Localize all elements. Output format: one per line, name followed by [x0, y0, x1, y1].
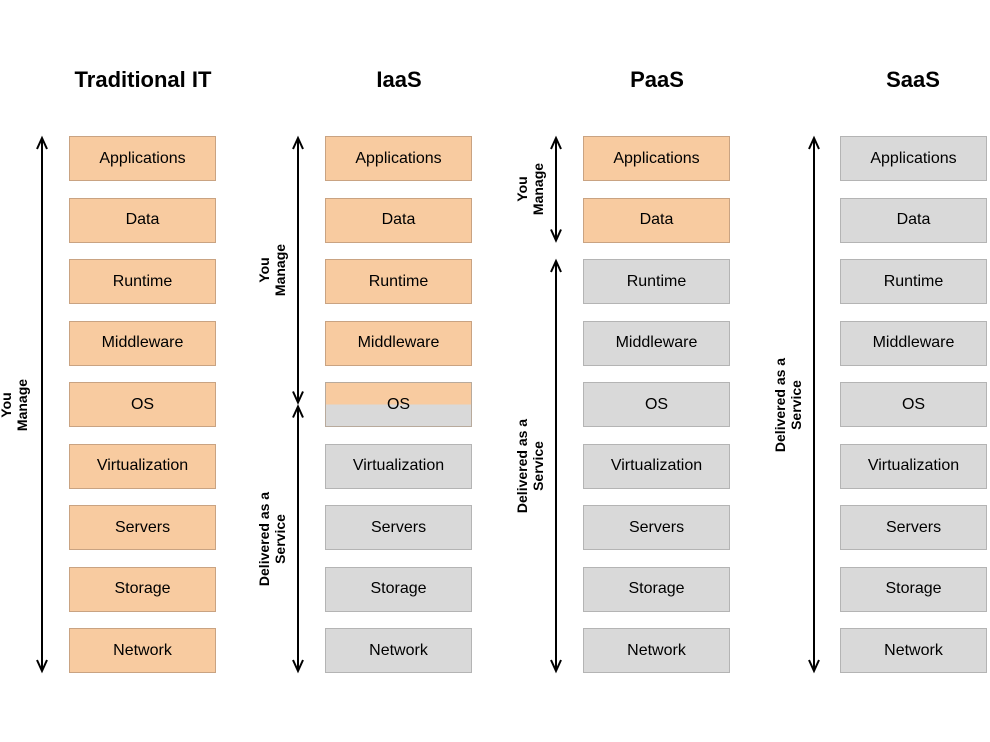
layer-label: Data	[381, 211, 416, 228]
layer-label: Runtime	[368, 272, 429, 290]
layer-label: Virtualization	[610, 457, 703, 474]
layer-box-saas-virtualization: Virtualization	[840, 443, 987, 489]
layer-box-iaas-applications: Applications	[325, 136, 472, 181]
layer-box-iaas-virtualization: Virtualization	[325, 443, 472, 489]
layer-label: Virtualization	[96, 457, 189, 474]
layer-label: Storage	[114, 580, 171, 597]
layer-label: OS	[130, 395, 155, 413]
layer-label: Storage	[628, 580, 685, 597]
bracket-label-saas-0: Delivered as a Service	[772, 357, 804, 452]
layer-label: Virtualization	[352, 457, 445, 474]
bracket-label-iaas-1: Delivered as a Service	[256, 491, 288, 586]
layer-box-traditional-it-data: Data	[69, 197, 216, 243]
layer-label: Data	[125, 211, 160, 228]
layer-box-saas-os: OS	[840, 382, 987, 427]
layer-label: Servers	[114, 518, 171, 536]
layer-label: Runtime	[626, 272, 687, 290]
bracket-arrow-saas-0	[808, 135, 820, 674]
layer-label: Middleware	[357, 334, 440, 351]
layer-label: Runtime	[883, 272, 944, 290]
layer-box-paas-virtualization: Virtualization	[583, 443, 730, 489]
layer-label: Applications	[613, 149, 700, 167]
layer-label: Virtualization	[867, 457, 960, 474]
layer-box-traditional-it-applications: Applications	[69, 136, 216, 181]
layer-label: Servers	[885, 518, 942, 536]
layer-box-paas-storage: Storage	[583, 566, 730, 612]
layer-label: Data	[639, 211, 674, 228]
layer-label: Servers	[370, 518, 427, 536]
bracket-arrow-iaas-1	[292, 404, 304, 674]
layer-label: Middleware	[101, 334, 184, 351]
layer-box-iaas-runtime: Runtime	[325, 259, 472, 304]
layer-label: Network	[369, 641, 428, 659]
layer-box-traditional-it-servers: Servers	[69, 505, 216, 550]
layer-label: Applications	[99, 149, 186, 167]
layer-box-saas-storage: Storage	[840, 566, 987, 612]
bracket-arrow-paas-0	[550, 135, 562, 243]
layer-label: OS	[901, 395, 926, 413]
layer-box-paas-runtime: Runtime	[583, 259, 730, 304]
layer-label: OS	[386, 395, 411, 413]
column-title-iaas: IaaS	[376, 67, 422, 92]
layer-box-saas-data: Data	[840, 197, 987, 243]
layer-box-saas-middleware: Middleware	[840, 320, 987, 366]
layer-box-traditional-it-middleware: Middleware	[69, 320, 216, 366]
column-title-saas: SaaS	[886, 67, 940, 92]
layer-box-paas-middleware: Middleware	[583, 320, 730, 366]
column-title-traditional-it: Traditional IT	[74, 67, 212, 92]
layer-label: Network	[884, 641, 943, 659]
layer-label: Servers	[628, 518, 685, 536]
layer-box-saas-network: Network	[840, 628, 987, 673]
layer-box-traditional-it-storage: Storage	[69, 566, 216, 612]
layer-box-traditional-it-runtime: Runtime	[69, 259, 216, 304]
layer-label: Runtime	[112, 272, 173, 290]
layer-box-paas-os: OS	[583, 382, 730, 427]
layer-box-traditional-it-os: OS	[69, 382, 216, 427]
layer-label: Middleware	[872, 334, 955, 351]
layer-label: Middleware	[615, 334, 698, 351]
layer-box-iaas-middleware: Middleware	[325, 320, 472, 366]
layer-box-iaas-servers: Servers	[325, 505, 472, 550]
layer-box-saas-applications: Applications	[840, 136, 987, 181]
layer-box-iaas-os: OS	[325, 382, 472, 427]
layer-box-iaas-storage: Storage	[325, 566, 472, 612]
layer-box-saas-servers: Servers	[840, 505, 987, 550]
layer-box-paas-servers: Servers	[583, 505, 730, 550]
bracket-label-traditional-it-0: You Manage	[0, 378, 30, 431]
layer-box-paas-applications: Applications	[583, 136, 730, 181]
layer-box-iaas-network: Network	[325, 628, 472, 673]
layer-label: Storage	[370, 580, 427, 597]
layer-label: Storage	[885, 580, 942, 597]
bracket-label-iaas-0: You Manage	[256, 244, 288, 297]
layer-box-traditional-it-network: Network	[69, 628, 216, 673]
layer-label: Applications	[355, 149, 442, 167]
layer-box-traditional-it-virtualization: Virtualization	[69, 443, 216, 489]
layer-label: Network	[113, 641, 172, 659]
layer-label: OS	[644, 395, 669, 413]
bracket-arrow-traditional-it-0	[36, 135, 48, 674]
layer-label: Data	[896, 211, 931, 228]
layer-label: Network	[627, 641, 686, 659]
bracket-label-paas-1: Delivered as a Service	[514, 418, 546, 514]
layer-box-paas-network: Network	[583, 628, 730, 673]
layer-label: Applications	[870, 149, 957, 167]
layer-box-saas-runtime: Runtime	[840, 259, 987, 304]
column-title-paas: PaaS	[630, 67, 684, 92]
bracket-arrow-iaas-0	[292, 135, 304, 405]
layer-box-paas-data: Data	[583, 197, 730, 243]
layer-box-iaas-data: Data	[325, 197, 472, 243]
bracket-arrow-paas-1	[550, 258, 562, 674]
bracket-label-paas-0: You Manage	[514, 163, 546, 216]
